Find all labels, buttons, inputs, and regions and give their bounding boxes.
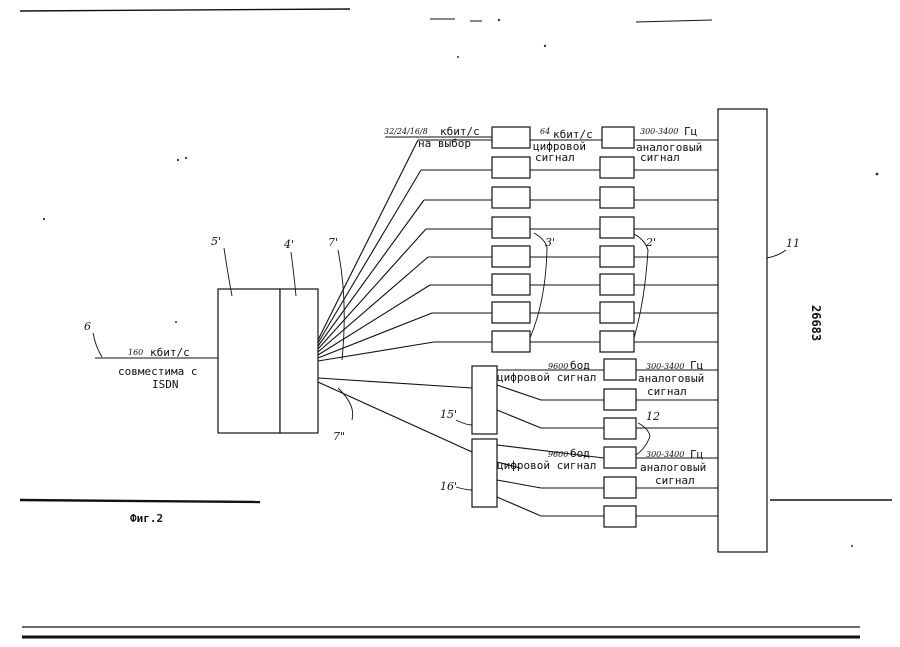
leader-2 bbox=[634, 234, 648, 338]
ref-12: 12 bbox=[646, 410, 660, 423]
figure-label: Фиг.2 bbox=[130, 512, 163, 525]
ref-15: 15' bbox=[440, 408, 457, 421]
baud-num-1: 9600 bbox=[548, 362, 568, 371]
analog-signal-3a: аналоговый bbox=[640, 461, 706, 474]
analog-signal-3b: сигнал bbox=[655, 474, 695, 487]
analog-signal-2b: сигнал bbox=[647, 385, 687, 398]
column-12-blocks bbox=[604, 359, 636, 527]
baud-num-2: 9600 bbox=[548, 450, 568, 459]
leader-11 bbox=[767, 250, 786, 258]
analog-signal-2a: аналоговый bbox=[638, 372, 704, 385]
compat-line-1: совместима с bbox=[118, 365, 197, 378]
digital-signal-16: цифровой сигнал bbox=[497, 459, 596, 472]
ref-7b: 7" bbox=[333, 430, 345, 443]
ref-2: 2' bbox=[645, 236, 656, 249]
input-rate-unit: кбит/с bbox=[150, 346, 190, 359]
block-11 bbox=[718, 109, 767, 552]
input-rate-num: 160 bbox=[128, 348, 143, 357]
column-2-blocks bbox=[600, 127, 634, 352]
analog-freq-unit-3: Гц bbox=[690, 448, 703, 461]
digital-signal-15: цифровой сигнал bbox=[497, 371, 596, 384]
brace-7b bbox=[338, 388, 353, 420]
leader-6 bbox=[93, 333, 102, 357]
digital-rate-num: 64 bbox=[540, 127, 550, 136]
analog-freq-num-3: 300-3400 bbox=[646, 450, 684, 459]
ref-16: 16' bbox=[440, 480, 457, 493]
column-3-blocks bbox=[492, 127, 530, 352]
digital-signal-2: сигнал bbox=[535, 151, 575, 164]
leader-15 bbox=[456, 420, 472, 425]
select-rate-num: 32/24/16/8 bbox=[384, 127, 428, 136]
block-16 bbox=[472, 439, 497, 507]
ref-5: 5' bbox=[211, 235, 221, 248]
analog-freq-num-1: 300-3400 bbox=[640, 127, 678, 136]
analog-signal-1b: сигнал bbox=[640, 151, 680, 164]
analog-freq-num-2: 300-3400 bbox=[646, 362, 684, 371]
compat-line-2: ISDN bbox=[152, 378, 179, 391]
ref-7a: 7' bbox=[328, 236, 338, 249]
side-number: 26683 bbox=[809, 305, 823, 341]
ref-11: 11 bbox=[786, 237, 800, 250]
ref-4: 4' bbox=[283, 238, 294, 251]
links-3-to-2 bbox=[530, 140, 602, 342]
block-4 bbox=[280, 289, 318, 433]
block-5 bbox=[218, 289, 280, 433]
leader-16 bbox=[456, 487, 472, 490]
ref-3: 3' bbox=[545, 236, 555, 249]
analog-freq-unit-2: Гц bbox=[690, 359, 703, 372]
block-15 bbox=[472, 366, 497, 434]
select-choice: на выбор bbox=[418, 137, 471, 150]
ref-6: 6 bbox=[84, 320, 91, 333]
analog-freq-unit-1: Гц bbox=[684, 125, 697, 138]
